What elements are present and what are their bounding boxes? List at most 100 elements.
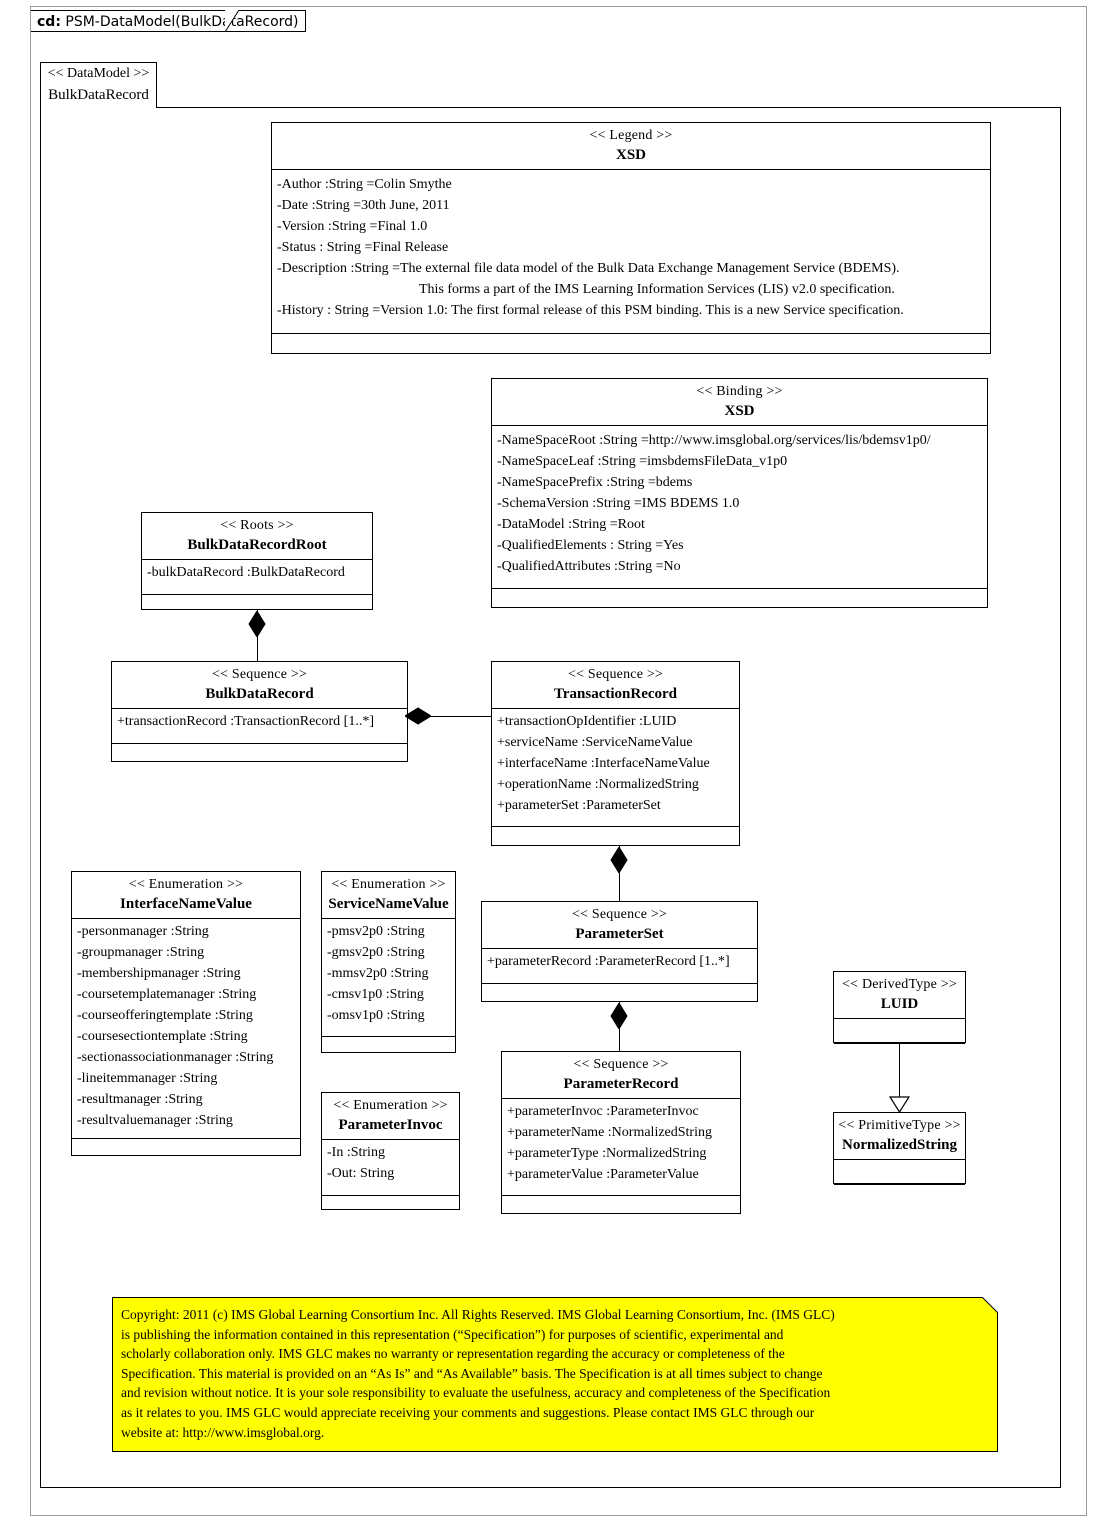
class-stereotype: << Enumeration >> xyxy=(128,877,244,892)
attribute-row: -Description :String =The external file … xyxy=(277,261,900,276)
tab-corner-icon xyxy=(225,10,239,32)
class-attributes: -bulkDataRecord :BulkDataRecord xyxy=(142,560,372,595)
attribute-row: -lineitemmanager :String xyxy=(77,1071,218,1086)
class-attributes: -personmanager :String -groupmanager :St… xyxy=(72,919,300,1139)
attribute-row: +parameterName :NormalizedString xyxy=(507,1125,712,1140)
class-attributes: -In :String -Out: String xyxy=(322,1140,459,1196)
class-parameter-record[interactable]: << Sequence >> ParameterRecord +paramete… xyxy=(501,1051,741,1214)
note-line: and revision without notice. It is your … xyxy=(121,1385,831,1401)
diagram-tab-title: PSM-DataModel(BulkDataRecord) xyxy=(65,14,299,30)
attribute-row: -coursetemplatemanager :String xyxy=(77,987,257,1002)
class-operations xyxy=(834,1044,965,1068)
attribute-row: +parameterType :NormalizedString xyxy=(507,1146,707,1161)
class-operations xyxy=(272,334,990,358)
class-operations xyxy=(322,1196,459,1220)
class-header: << Enumeration >> InterfaceNameValue xyxy=(72,872,300,919)
note-line: Copyright: 2011 (c) IMS Global Learning … xyxy=(121,1307,835,1322)
diagram-title-tab: cd: PSM-DataModel(BulkDataRecord) xyxy=(31,10,306,32)
class-binding-xsd[interactable]: << Binding >> XSD -NameSpaceRoot :String… xyxy=(491,378,988,608)
class-stereotype: << PrimitiveType >> xyxy=(838,1118,961,1133)
class-legend-xsd[interactable]: << Legend >> XSD -Author :String =Colin … xyxy=(271,122,991,354)
composition-diamond-icon xyxy=(610,847,628,873)
class-header: << Sequence >> ParameterRecord xyxy=(502,1052,740,1099)
class-stereotype: << Roots >> xyxy=(220,518,294,533)
class-name: BulkDataRecordRoot xyxy=(187,537,327,553)
note-fold-corner-icon xyxy=(982,1297,998,1313)
class-name: ParameterSet xyxy=(575,926,664,942)
class-name: XSD xyxy=(615,147,646,163)
edge-luid-to-normalizedstring xyxy=(899,1043,900,1099)
class-header: << Sequence >> BulkDataRecord xyxy=(112,662,407,709)
class-name: ServiceNameValue xyxy=(328,896,449,912)
class-attributes xyxy=(834,1019,965,1044)
class-attributes: -pmsv2p0 :String -gmsv2p0 :String -mmsv2… xyxy=(322,919,455,1037)
note-line: Specification. This material is provided… xyxy=(121,1365,823,1381)
package-tab: << DataModel >> BulkDataRecord xyxy=(40,62,157,108)
class-attributes: +transactionRecord :TransactionRecord [1… xyxy=(112,709,407,744)
attribute-row: -Date :String =30th June, 2011 xyxy=(277,198,450,213)
package-stereotype: << DataModel >> xyxy=(47,66,150,81)
edge-bulkdatarecord-to-transactionrecord xyxy=(408,716,491,717)
class-name: InterfaceNameValue xyxy=(120,896,252,912)
class-header: << Enumeration >> ParameterInvoc xyxy=(322,1093,459,1140)
class-header: << Legend >> XSD xyxy=(272,123,990,170)
class-name: ParameterInvoc xyxy=(338,1117,443,1133)
class-header: << Sequence >> TransactionRecord xyxy=(492,662,739,709)
note-line: website at: http://www.imsglobal.org. xyxy=(121,1424,325,1440)
copyright-note-text: Copyright: 2011 (c) IMS Global Learning … xyxy=(113,1298,997,1442)
class-operations xyxy=(322,1037,455,1061)
class-header: << Enumeration >> ServiceNameValue xyxy=(322,872,455,919)
attribute-row: -Author :String =Colin Smythe xyxy=(277,177,452,192)
class-normalized-string[interactable]: << PrimitiveType >> NormalizedString xyxy=(833,1112,966,1185)
attribute-row: +transactionRecord :TransactionRecord [1… xyxy=(117,714,374,729)
class-parameter-invoc[interactable]: << Enumeration >> ParameterInvoc -In :St… xyxy=(321,1092,460,1210)
class-bulk-data-record[interactable]: << Sequence >> BulkDataRecord +transacti… xyxy=(111,661,408,762)
class-operations xyxy=(112,744,407,768)
attribute-row: -omsv1p0 :String xyxy=(327,1008,425,1023)
attribute-row-continuation: This forms a part of the IMS Learning In… xyxy=(419,282,895,297)
class-attributes xyxy=(834,1160,965,1185)
attribute-row: -Version :String =Final 1.0 xyxy=(277,219,428,234)
class-attributes: +transactionOpIdentifier :LUID +serviceN… xyxy=(492,709,739,827)
class-bulk-data-record-root[interactable]: << Roots >> BulkDataRecordRoot -bulkData… xyxy=(141,512,373,610)
class-transaction-record[interactable]: << Sequence >> TransactionRecord +transa… xyxy=(491,661,740,846)
attribute-row: +operationName :NormalizedString xyxy=(497,777,699,792)
attribute-row: -pmsv2p0 :String xyxy=(327,924,425,939)
class-interface-name-value[interactable]: << Enumeration >> InterfaceNameValue -pe… xyxy=(71,871,301,1156)
class-operations xyxy=(492,589,987,613)
class-luid[interactable]: << DerivedType >> LUID xyxy=(833,971,966,1044)
class-parameter-set[interactable]: << Sequence >> ParameterSet +parameterRe… xyxy=(481,901,758,1002)
attribute-row: -NameSpaceRoot :String =http://www.imsgl… xyxy=(497,433,931,448)
attribute-row: +transactionOpIdentifier :LUID xyxy=(497,714,677,729)
attribute-row: -personmanager :String xyxy=(77,924,209,939)
attribute-row: -membershipmanager :String xyxy=(77,966,241,981)
diagram-frame xyxy=(30,6,1087,1516)
class-stereotype: << Binding >> xyxy=(696,384,783,399)
attribute-row: -Out: String xyxy=(327,1166,395,1181)
class-stereotype: << Sequence >> xyxy=(567,667,664,682)
class-stereotype: << Sequence >> xyxy=(211,667,308,682)
class-name: LUID xyxy=(880,996,919,1012)
attribute-row: -groupmanager :String xyxy=(77,945,205,960)
class-stereotype: << Sequence >> xyxy=(573,1057,669,1072)
class-stereotype: << DerivedType >> xyxy=(842,977,957,992)
class-header: << Sequence >> ParameterSet xyxy=(482,902,757,949)
class-stereotype: << Enumeration >> xyxy=(331,877,446,892)
diagram-tab-prefix: cd: xyxy=(37,14,61,30)
class-name: NormalizedString xyxy=(842,1137,957,1153)
attribute-row: +parameterSet :ParameterSet xyxy=(497,798,661,813)
class-service-name-value[interactable]: << Enumeration >> ServiceNameValue -pmsv… xyxy=(321,871,456,1053)
attribute-row: -History : String =Version 1.0: The firs… xyxy=(277,303,904,318)
class-name: TransactionRecord xyxy=(553,686,678,702)
class-name: ParameterRecord xyxy=(563,1076,679,1092)
attribute-row: -sectionassociationmanager :String xyxy=(77,1050,274,1065)
attribute-row: -SchemaVersion :String =IMS BDEMS 1.0 xyxy=(497,496,740,511)
class-attributes: -NameSpaceRoot :String =http://www.imsgl… xyxy=(492,426,987,589)
composition-diamond-icon xyxy=(610,1003,628,1029)
class-attributes: +parameterRecord :ParameterRecord [1..*] xyxy=(482,949,757,984)
attribute-row: -QualifiedAttributes :String =No xyxy=(497,559,681,574)
attribute-row: -courseofferingtemplate :String xyxy=(77,1008,253,1023)
composition-diamond-icon xyxy=(248,611,266,637)
class-attributes: +parameterInvoc :ParameterInvoc +paramet… xyxy=(502,1099,740,1196)
class-header: << Binding >> XSD xyxy=(492,379,987,426)
